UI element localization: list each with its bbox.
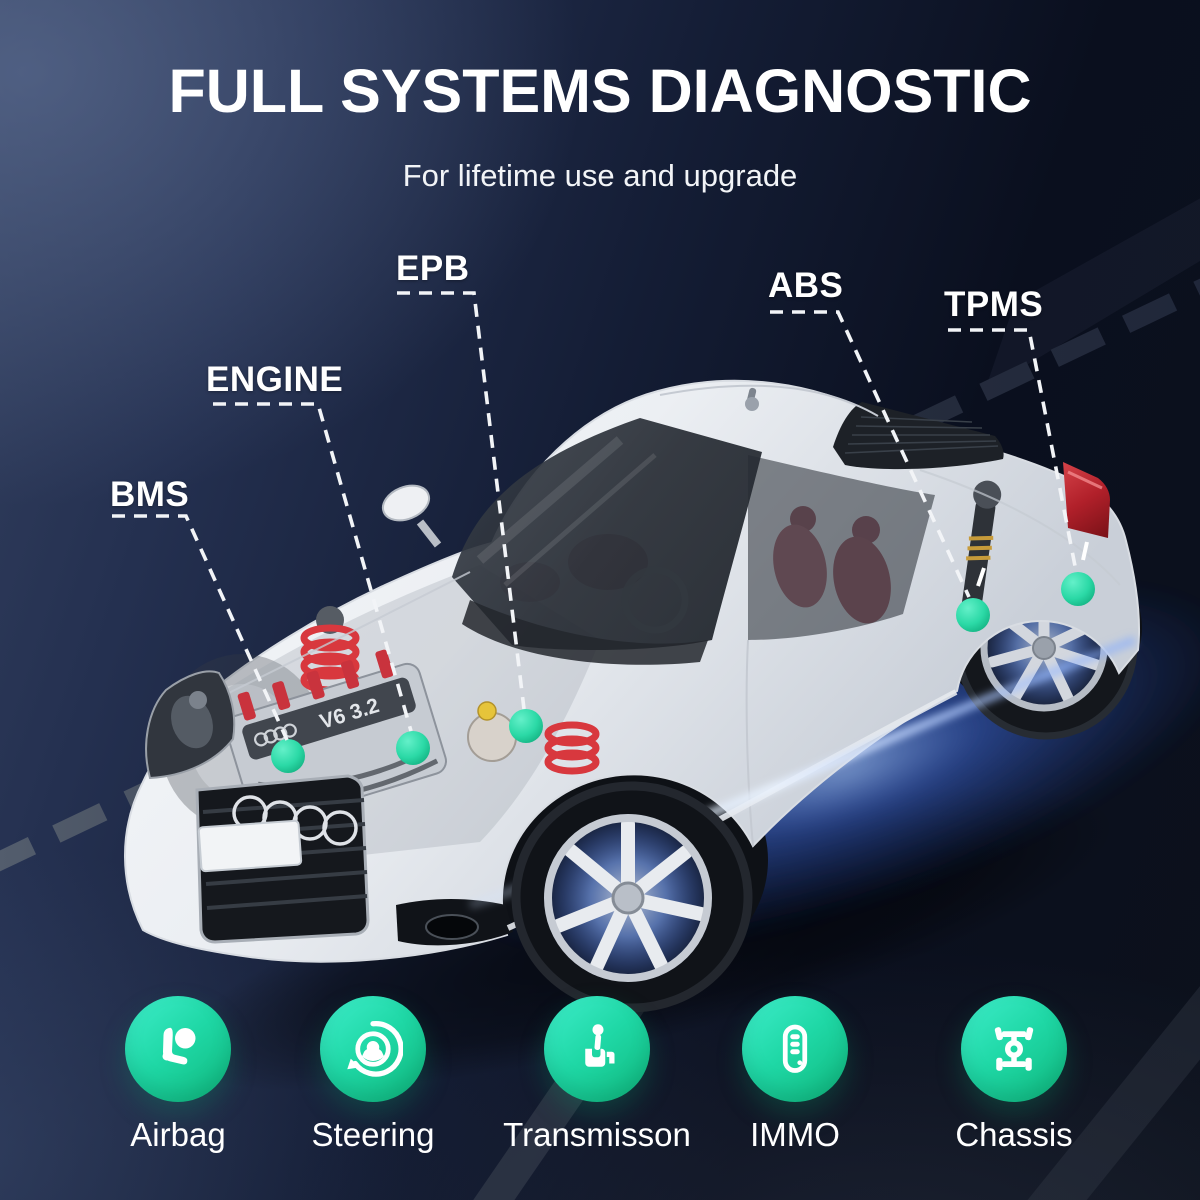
side-window xyxy=(748,455,935,640)
feature-label-chassis: Chassis xyxy=(955,1116,1073,1153)
feature-label-transmission: Transmisson xyxy=(503,1116,691,1153)
leader-bms xyxy=(112,514,289,741)
transmission-icon xyxy=(544,996,650,1102)
page-subtitle: For lifetime use and upgrade xyxy=(402,158,798,193)
feature-label-immo: IMMO xyxy=(750,1116,840,1153)
immo-icon xyxy=(742,996,848,1102)
tail-light-highlight xyxy=(1067,470,1103,490)
windshield xyxy=(452,418,762,665)
road-edge-line-right xyxy=(1027,986,1200,1200)
tail-light xyxy=(1063,462,1110,538)
callout-label-bms: BMS xyxy=(110,475,190,514)
side-mirror xyxy=(381,484,442,548)
page-title: FULL SYSTEMS DIAGNOSTIC xyxy=(168,57,1032,125)
rear-glass xyxy=(833,402,1004,470)
license-plate xyxy=(197,819,303,873)
feature-transmission: Transmisson xyxy=(487,996,707,1154)
steering-wheel xyxy=(621,566,689,634)
headlight xyxy=(145,670,236,780)
callout-leader-lines xyxy=(112,291,1078,741)
callout-label-epb: EPB xyxy=(396,249,470,288)
rear-damper xyxy=(960,480,1002,620)
marker-engine xyxy=(396,731,430,765)
marker-bms xyxy=(271,739,305,773)
feature-steering: Steering xyxy=(263,996,483,1154)
airbag-icon xyxy=(125,996,231,1102)
callout-label-engine: ENGINE xyxy=(206,360,344,399)
lower-intake xyxy=(396,899,513,946)
leader-engine xyxy=(213,402,413,732)
callout-label-abs: ABS xyxy=(768,266,844,305)
chassis-icon xyxy=(961,996,1067,1102)
feature-label-steering: Steering xyxy=(311,1116,435,1153)
marker-abs xyxy=(956,598,990,632)
road-edge-highlight xyxy=(985,198,1200,390)
mid-spring xyxy=(544,721,600,775)
steering-icon xyxy=(320,996,426,1102)
leader-abs xyxy=(770,310,971,598)
feature-chassis: Chassis xyxy=(904,996,1124,1154)
feature-immo: IMMO xyxy=(685,996,905,1154)
feature-label-airbag: Airbag xyxy=(130,1116,226,1153)
callout-label-tpms: TPMS xyxy=(944,285,1044,324)
marker-epb xyxy=(509,709,543,743)
leader-tpms xyxy=(948,328,1078,572)
roof-antenna xyxy=(745,387,759,411)
front-wheel xyxy=(511,781,753,1013)
marker-tpms xyxy=(1061,572,1095,606)
front-grille xyxy=(195,774,370,944)
system-markers xyxy=(271,541,1095,773)
fog-light xyxy=(425,914,479,940)
leader-epb xyxy=(397,291,526,710)
feature-airbag: Airbag xyxy=(68,996,288,1154)
